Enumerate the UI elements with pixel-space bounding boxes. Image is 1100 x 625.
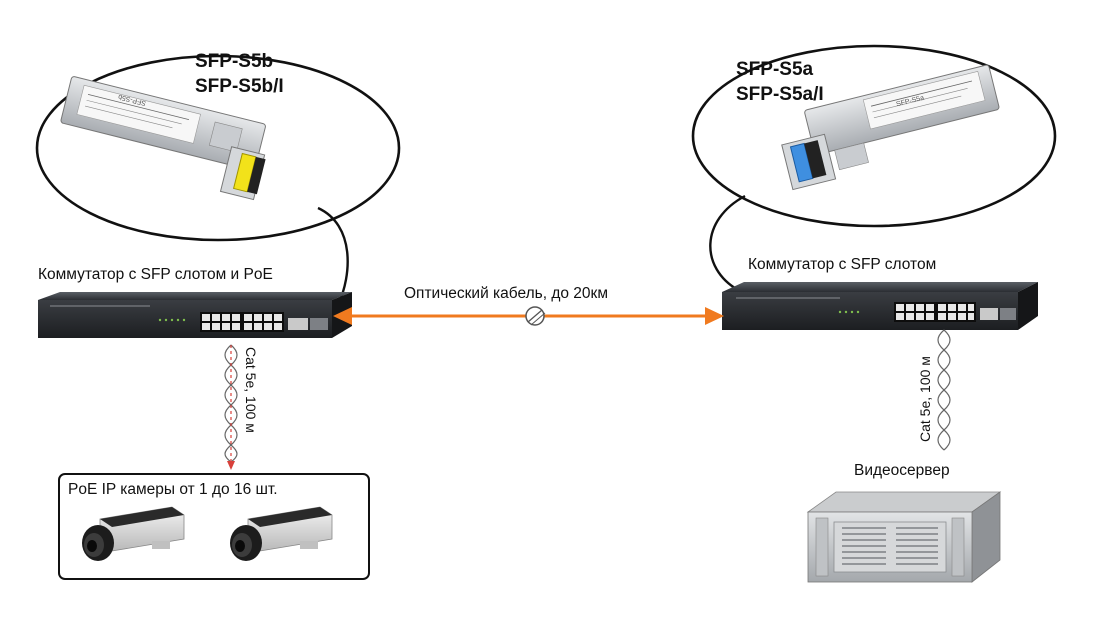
left-sfp-module-icon bbox=[60, 76, 266, 201]
right-model-primary: SFP-S5a bbox=[736, 59, 814, 80]
ip-camera-icon bbox=[82, 506, 185, 561]
cameras-group-box bbox=[58, 473, 370, 580]
right-switch-icon bbox=[722, 282, 1038, 330]
right-cable-label: Cat 5e, 100 м bbox=[917, 356, 933, 442]
video-server-label: Видеосервер bbox=[854, 462, 950, 479]
left-switch-label: Коммутатор с SFP слотом и PoE bbox=[38, 266, 273, 283]
left-model-secondary: SFP-S5b/I bbox=[195, 76, 284, 97]
right-sfp-module-icon bbox=[781, 64, 1000, 191]
right-twisted-pair-cable bbox=[937, 329, 951, 451]
ip-camera-icon bbox=[230, 506, 333, 561]
left-switch-icon bbox=[38, 292, 352, 338]
left-model-primary: SFP-S5b bbox=[195, 51, 274, 72]
video-server-icon bbox=[806, 491, 1002, 583]
fiber-cable-symbol-icon bbox=[525, 306, 546, 326]
right-switch-label: Коммутатор с SFP слотом bbox=[748, 256, 937, 273]
fiber-cable-label: Оптический кабель, до 20км bbox=[404, 285, 608, 302]
cameras-label: PoE IP камеры от 1 до 16 шт. bbox=[68, 481, 278, 498]
left-twisted-pair-cable bbox=[224, 344, 238, 470]
right-model-secondary: SFP-S5a/I bbox=[736, 84, 824, 105]
left-cable-label: Cat 5e, 100 м bbox=[243, 347, 259, 433]
